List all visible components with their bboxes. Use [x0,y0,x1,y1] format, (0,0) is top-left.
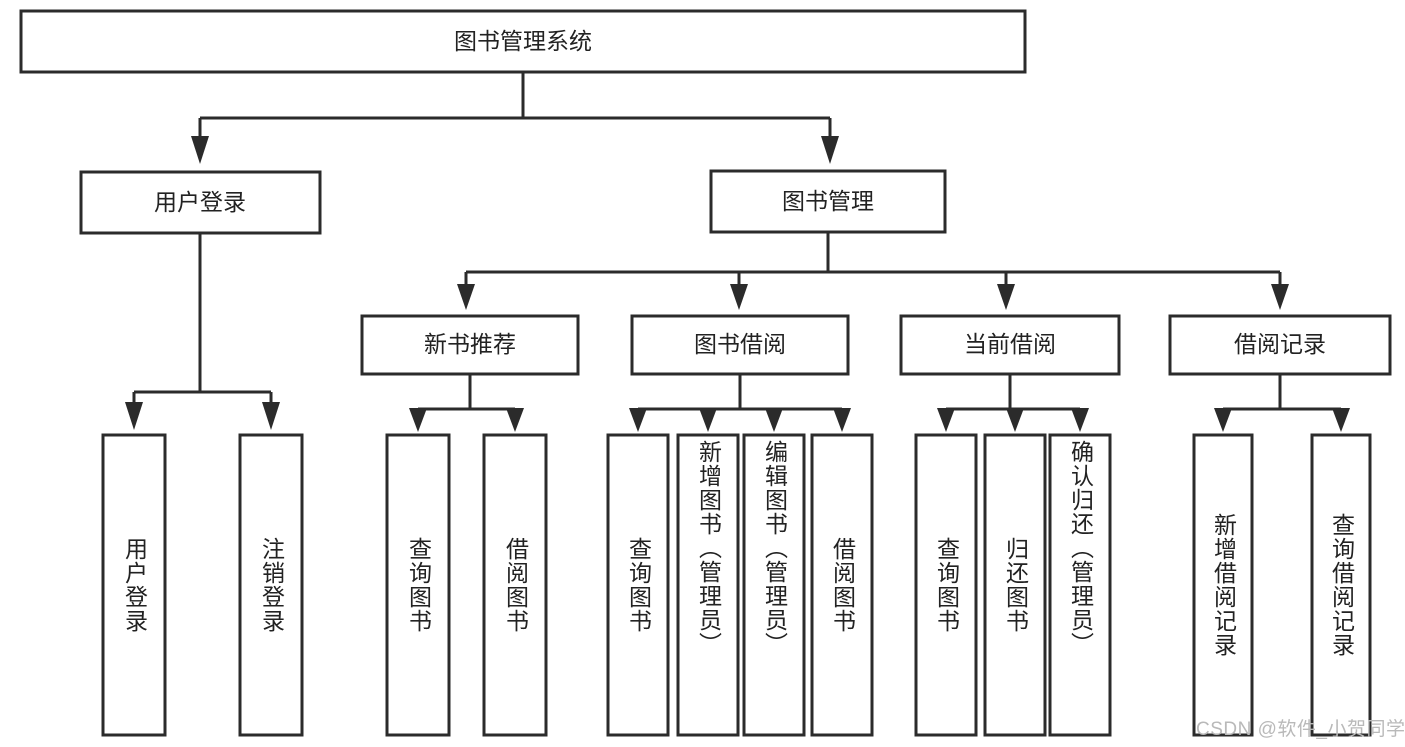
node-current-borrow-box[interactable] [899,314,1121,376]
leaf-box-confirm-return[interactable] [1048,433,1112,737]
leaf-box-borrow-book[interactable] [810,433,874,737]
connector-group-root-to-level2 [191,72,839,164]
arrow-head-leaf-query-book-borrow [629,408,647,432]
node-user-login-label: 用户登录 [154,189,246,215]
leaf-box-user-logout[interactable] [238,433,304,737]
connector-group-currentborrow-to-leaves [937,374,1089,432]
arrow-head-leaf-user-logout [262,402,280,430]
leaf-box-add-book[interactable] [676,433,740,737]
node-user-login-box[interactable] [79,170,322,235]
node-book-borrow-label: 图书借阅 [694,331,786,357]
node-current-borrow[interactable]: 当前借阅 [899,314,1121,376]
arrow-head-bookmgmt [821,136,839,164]
node-new-book-recommend-label: 新书推荐 [424,331,516,357]
arrow-head-leaf-return-book [1006,408,1024,432]
arrow-head-newbook [457,284,475,310]
node-borrow-records-box[interactable] [1168,314,1392,376]
leaf-box-user-login[interactable] [101,433,167,737]
arrow-head-leaf-edit-book [765,408,783,432]
connector-group-userlogin-to-leaves [125,233,280,430]
arrow-head-bookborrow [730,284,748,310]
arrow-head-leaf-query-record [1332,408,1350,432]
node-root[interactable]: 图书管理系统 [19,9,1027,74]
arrow-head-leaf-borrow-book [833,408,851,432]
node-root-label: 图书管理系统 [454,28,592,54]
arrow-head-leaf-query-book-current [937,408,955,432]
arrow-head-leaf-user-login [125,402,143,430]
csdn-watermark: CSDN @软件_小贺同学 [1196,719,1405,740]
node-user-login[interactable]: 用户登录 [79,170,322,235]
node-book-management[interactable]: 图书管理 [709,169,947,234]
arrow-head-leaf-add-record [1214,408,1232,432]
arrow-head-leaf-confirm-return [1071,408,1089,432]
node-borrow-records-label: 借阅记录 [1234,331,1326,357]
connector-group-bookmgmt-to-level3 [457,232,1289,310]
node-new-book-recommend[interactable]: 新书推荐 [360,314,580,376]
node-book-borrow[interactable]: 图书借阅 [630,314,850,376]
leaf-box-borrow-book-rec[interactable] [482,433,548,737]
node-root-box[interactable] [19,9,1027,74]
node-book-management-box[interactable] [709,169,947,234]
node-new-book-recommend-box[interactable] [360,314,580,376]
leaf-box-query-book-rec[interactable] [385,433,451,737]
leaf-boxes [101,433,1372,737]
leaf-box-return-book[interactable] [983,433,1047,737]
node-current-borrow-label: 当前借阅 [964,331,1056,357]
arrow-head-leaf-add-book [699,408,717,432]
arrow-head-borrowrecords [1271,284,1289,310]
leaf-box-query-book-borrow[interactable] [606,433,670,737]
arrow-head-leaf-query-book-rec [409,408,427,432]
connector-group-bookborrow-to-leaves [629,374,851,432]
connector-group-newbook-to-leaves [409,374,524,432]
leaf-box-query-book-current[interactable] [914,433,978,737]
node-borrow-records[interactable]: 借阅记录 [1168,314,1392,376]
leaf-box-query-record[interactable] [1310,433,1372,737]
arrow-head-currentborrow [997,284,1015,310]
connector-group-borrowrecords-to-leaves [1214,374,1350,432]
arrow-head-userlogin [191,136,209,164]
node-book-management-label: 图书管理 [782,188,874,214]
leaf-box-add-record[interactable] [1192,433,1254,737]
leaf-box-edit-book[interactable] [742,433,806,737]
arrow-head-leaf-borrow-book-rec [506,408,524,432]
node-book-borrow-box[interactable] [630,314,850,376]
